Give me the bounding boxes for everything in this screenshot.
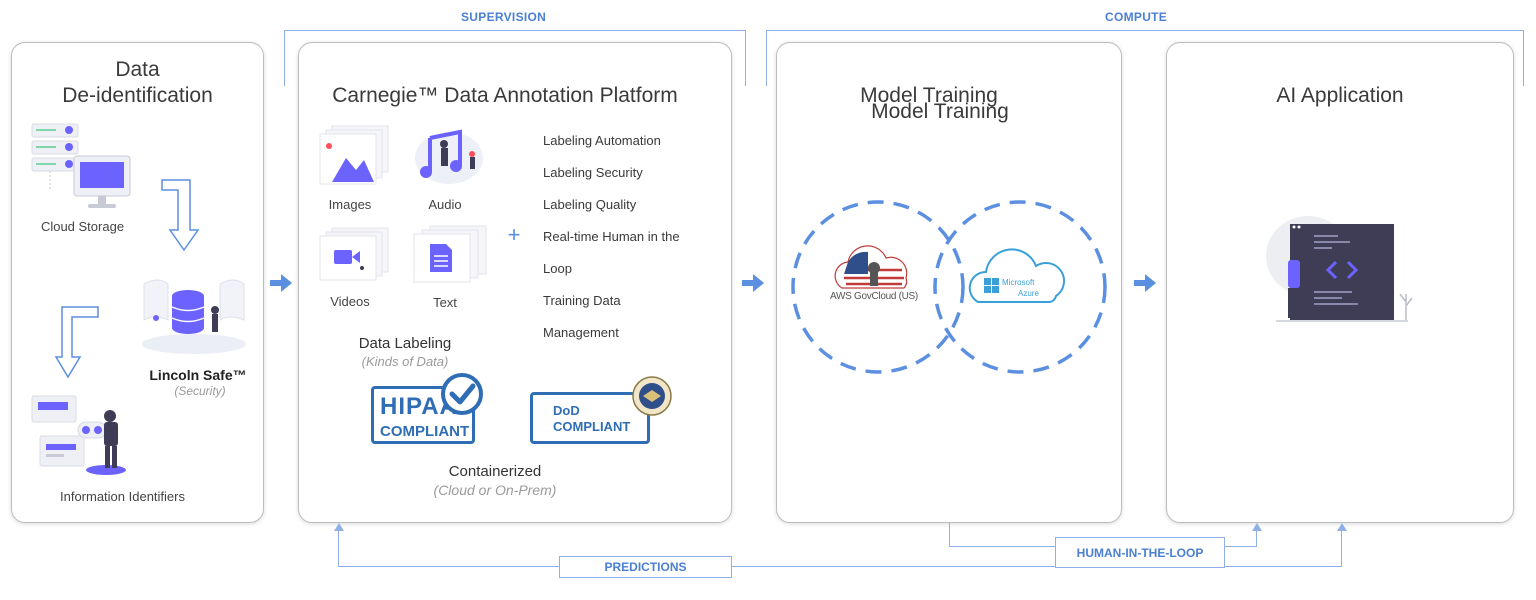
hipaa-compliant: COMPLIANT: [380, 423, 470, 440]
compute-bracket: [766, 30, 1524, 86]
images-label: Images: [328, 197, 372, 212]
containerized-heading: Containerized: [448, 463, 542, 480]
deid-title-line2: De-identification: [62, 84, 213, 107]
flow-arrow-icon: [1134, 274, 1156, 292]
aws-govcloud-label: AWS GovCloud (US): [830, 291, 918, 302]
compute-label: COMPUTE: [1105, 10, 1168, 24]
cloud-storage-label: Cloud Storage: [40, 219, 125, 234]
dod-compliant: COMPLIANT: [553, 419, 631, 434]
predictions-line-h: [338, 566, 1342, 567]
feature-item: Training Data: [543, 293, 621, 308]
deid-title-line1: Data: [115, 58, 160, 81]
audio-label: Audio: [428, 197, 462, 212]
lincoln-safe-label: Lincoln Safe™: [149, 367, 247, 383]
training-title-overlay: Model Training: [871, 100, 1009, 123]
developer-code-icon: [1266, 216, 1413, 322]
database-lock-icon: [142, 279, 246, 354]
feature-item: Loop: [543, 261, 572, 276]
hitl-line-right: [1256, 530, 1257, 547]
audio-icon: [415, 129, 483, 184]
videos-icon: [319, 227, 389, 281]
down-arrow-icon: [161, 179, 200, 252]
platform-panel: [298, 42, 732, 523]
flow-arrow-icon: [270, 274, 292, 292]
data-labeling-heading: Data Labeling: [358, 335, 452, 352]
feature-item: Management: [543, 325, 619, 340]
supervision-label: SUPERVISION: [461, 10, 547, 24]
up-arrow-icon: [1252, 523, 1262, 531]
cloud-storage-icon: [31, 123, 131, 208]
kinds-of-data-note: (Kinds of Data): [361, 354, 449, 369]
feature-item: Labeling Automation: [543, 133, 661, 148]
up-arrow-icon: [334, 523, 344, 531]
hitl-label: HUMAN-IN-THE-LOOP: [1055, 537, 1225, 568]
cloud-providers-diagram: [791, 200, 1107, 374]
application-title: AI Application: [1276, 84, 1404, 107]
feature-item: Real-time Human in the: [543, 229, 680, 244]
plus-sign: +: [507, 222, 521, 247]
hitl-line-left: [949, 523, 950, 546]
azure-label-line2: Azure: [1018, 289, 1039, 298]
down-arrow-icon: [54, 306, 99, 379]
text-document-icon: [413, 225, 487, 283]
feature-item: Labeling Security: [543, 165, 643, 180]
security-note: (Security): [174, 384, 226, 398]
hipaa-badge: HIPAA COMPLIANT: [371, 386, 475, 444]
predictions-line-right: [1341, 530, 1342, 567]
videos-label: Videos: [330, 294, 370, 309]
supervision-bracket: [284, 30, 746, 86]
dod-title: DoD: [553, 403, 580, 418]
predictions-line-left: [338, 530, 339, 567]
dod-badge: DoD COMPLIANT: [530, 392, 650, 444]
info-identifiers-label: Information Identifiers: [59, 489, 185, 504]
text-label: Text: [433, 295, 457, 310]
predictions-label: PREDICTIONS: [559, 556, 732, 578]
up-arrow-icon: [1337, 523, 1347, 531]
flow-arrow-icon: [742, 274, 764, 292]
platform-title: Carnegie™ Data Annotation Platform: [332, 84, 678, 107]
training-title: Model Training: [860, 84, 998, 107]
azure-label-line1: Microsoft: [1002, 278, 1035, 287]
identifier-person-icon: [31, 395, 126, 475]
checkmark-icon: [441, 373, 483, 415]
dod-seal-icon: [632, 376, 672, 416]
images-icon: [319, 125, 389, 185]
cloud-or-onprem-note: (Cloud or On-Prem): [433, 482, 557, 498]
feature-item: Labeling Quality: [543, 197, 637, 212]
